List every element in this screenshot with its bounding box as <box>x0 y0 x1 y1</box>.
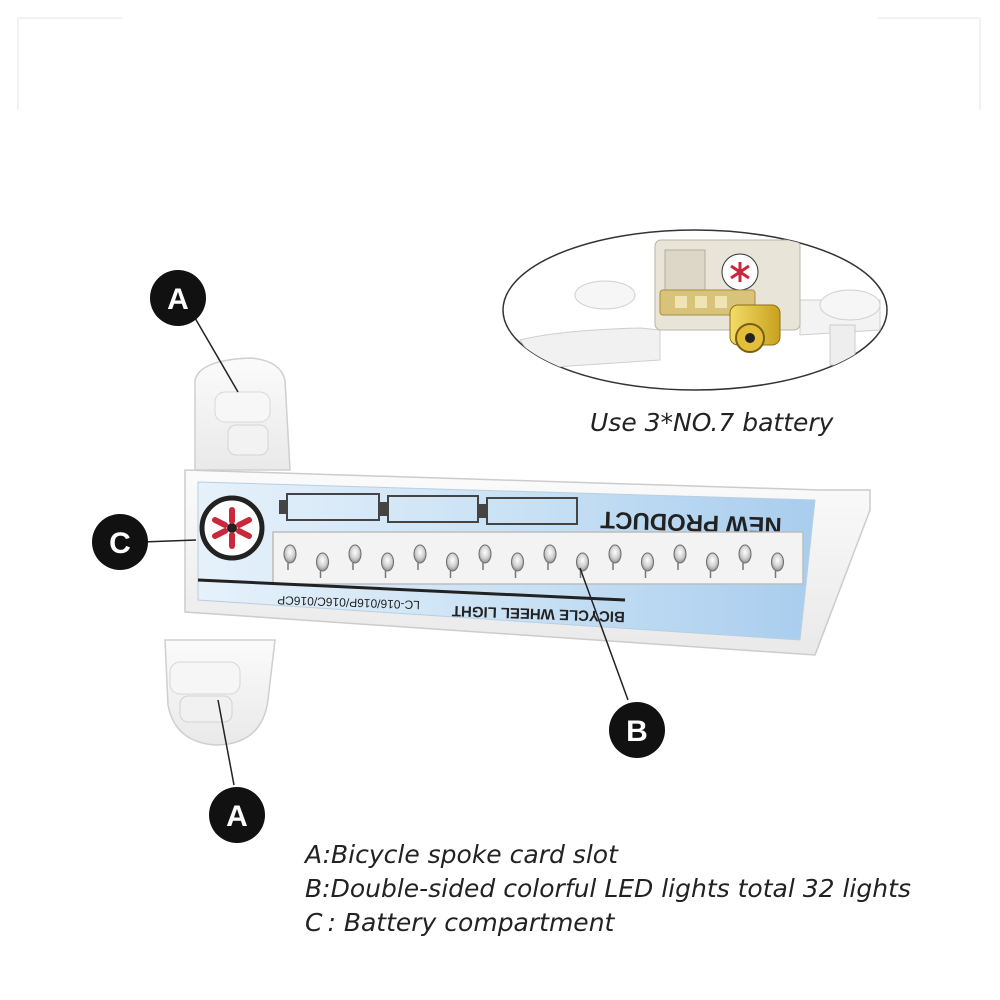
inset-caption: Use 3*NO.7 battery <box>590 408 834 437</box>
wheel-light-device: NEW PRODUCT BICYCLE WHEEL LIGHT LC-016/0… <box>164 357 871 746</box>
led-bulb <box>738 544 752 570</box>
led-bulb <box>381 552 394 578</box>
led-bulb <box>641 552 654 578</box>
led-bulb <box>511 552 524 578</box>
legend: A:Bicycle spoke card slot B:Double-sided… <box>305 838 911 940</box>
spoke-slot-bottom <box>164 639 276 746</box>
callout-a-bottom-label: A <box>226 800 248 833</box>
led-bulb <box>316 552 329 578</box>
led-bulb <box>673 544 687 570</box>
led-bulb <box>283 544 297 570</box>
legend-item-c: C : Battery compartment <box>305 908 615 937</box>
led-bulb <box>413 544 427 570</box>
led-row <box>283 544 784 578</box>
callout-a-top-label: A <box>167 283 189 316</box>
led-bulb <box>348 544 362 570</box>
callout-b: B <box>609 702 665 758</box>
led-bulb <box>576 552 589 578</box>
callout-a-top: A <box>150 270 206 326</box>
led-bulb <box>478 544 492 570</box>
led-bulb <box>771 552 784 578</box>
led-bulb <box>446 552 459 578</box>
led-bulb <box>706 552 719 578</box>
legend-item-b: B:Double-sided colorful LED lights total… <box>305 874 911 903</box>
led-strip <box>272 531 804 585</box>
leader-lines <box>141 317 629 786</box>
led-bulb <box>608 544 622 570</box>
battery-outline-icons <box>279 493 578 525</box>
label-model-number: LC-016/016P/016C/016CP <box>277 593 420 612</box>
hub-logo <box>199 495 265 561</box>
callout-a-bottom: A <box>209 787 265 843</box>
battery-inset <box>502 229 888 391</box>
led-bulb <box>543 544 557 570</box>
legend-item-a: A:Bicycle spoke card slot <box>305 840 618 869</box>
spoke-slot-top <box>194 357 291 471</box>
callout-c: C <box>92 514 148 570</box>
callout-b-label: B <box>626 715 648 748</box>
callout-c-label: C <box>109 527 131 560</box>
background-frame <box>17 17 981 110</box>
label-bicycle-wheel-light: BICYCLE WHEEL LIGHT <box>452 602 626 625</box>
